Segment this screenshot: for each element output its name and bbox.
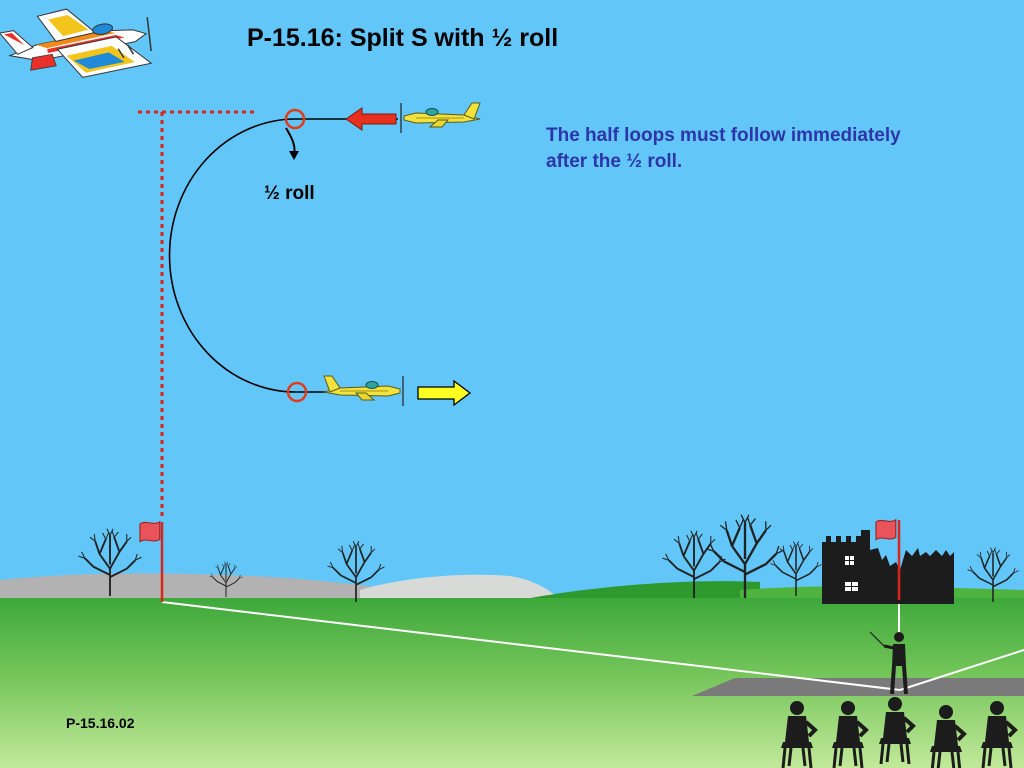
roll-arrow-head bbox=[289, 151, 299, 160]
ruined-castle-icon bbox=[822, 530, 954, 604]
hill-left bbox=[0, 573, 370, 600]
pilot-icon bbox=[869, 631, 908, 695]
entry-arrow bbox=[345, 107, 397, 131]
end-marker-circle bbox=[286, 381, 308, 403]
roll-label: ½ roll bbox=[264, 183, 315, 204]
view-line-right bbox=[899, 649, 1024, 691]
slide-code: P-15.16.02 bbox=[66, 715, 135, 731]
aerobatic-plane-icon bbox=[0, 8, 153, 78]
flag-icon bbox=[875, 519, 897, 541]
runway bbox=[692, 678, 1024, 696]
page-title: P-15.16: Split S with ½ roll bbox=[247, 24, 559, 52]
view-line-left bbox=[161, 601, 901, 691]
flight-path bbox=[168, 118, 398, 393]
rule-note: The half loops must follow immediately a… bbox=[546, 125, 901, 172]
sky bbox=[0, 0, 1024, 600]
hill-mid bbox=[360, 574, 560, 600]
exit-arrow bbox=[417, 379, 472, 407]
flag-icon bbox=[139, 521, 161, 543]
start-marker-circle bbox=[284, 108, 306, 130]
hill-right bbox=[520, 581, 760, 600]
